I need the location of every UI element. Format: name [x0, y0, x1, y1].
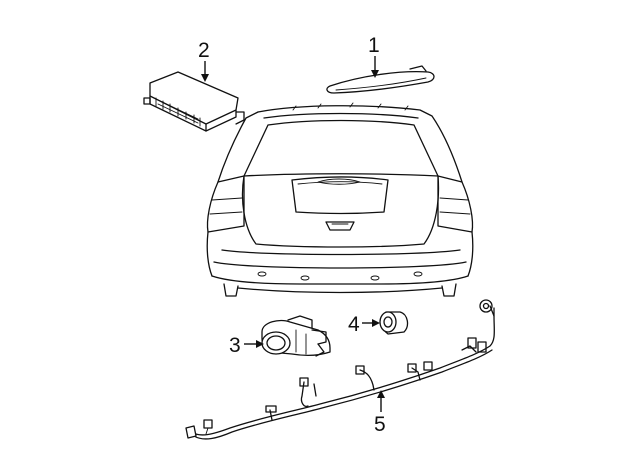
- callout-3-label: 3: [229, 334, 241, 357]
- callout-1: 1: [368, 34, 380, 78]
- callout-4-label: 4: [348, 313, 360, 336]
- vehicle-rear-body: [206, 102, 474, 297]
- callout-5-label: 5: [374, 413, 386, 436]
- callout-3: 3: [229, 334, 264, 357]
- callout-2-label: 2: [198, 39, 210, 62]
- part-1-brake-lamp[interactable]: [326, 65, 435, 94]
- callout-1-label: 1: [368, 34, 380, 57]
- callout-5: 5: [374, 390, 386, 436]
- part-2-control-module[interactable]: [143, 71, 245, 132]
- callout-4: 4: [348, 313, 380, 336]
- part-4-sensor-bezel[interactable]: [379, 311, 409, 335]
- part-5-wiring-harness[interactable]: [185, 299, 495, 440]
- part-3-park-sensor[interactable]: [261, 315, 331, 357]
- callout-2: 2: [198, 39, 210, 82]
